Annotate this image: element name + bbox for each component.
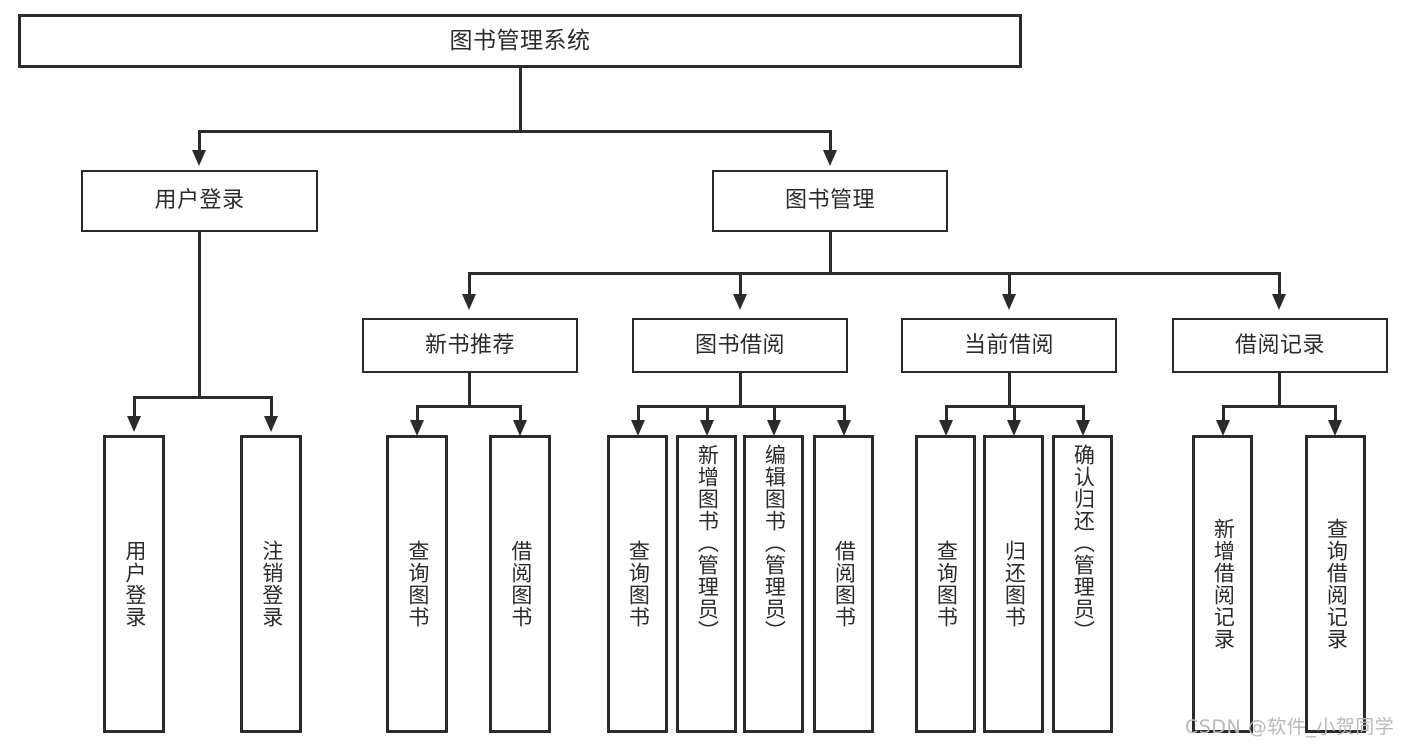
node-current-borrow[interactable]: 当前借阅 xyxy=(901,318,1117,373)
node-root-system[interactable]: 图书管理系统 xyxy=(18,14,1022,68)
arrowhead-book-borrow xyxy=(733,294,747,310)
node-leaf-query-book-3[interactable]: 查询图书 xyxy=(915,435,976,733)
node-borrow-record[interactable]: 借阅记录 xyxy=(1172,318,1388,373)
connector-user-login-stem xyxy=(198,232,201,398)
connector-root-drop-left xyxy=(198,130,201,152)
node-user-login[interactable]: 用户登录 xyxy=(81,170,318,232)
connector-br-stem xyxy=(1278,373,1281,407)
node-leaf-return-book[interactable]: 归还图书 xyxy=(983,435,1044,733)
node-label: 用户登录 xyxy=(154,188,245,214)
connector-bm-drop-3 xyxy=(1008,272,1011,296)
connector-cb-stem xyxy=(1008,373,1011,407)
connector-bb-drop-3 xyxy=(773,405,776,423)
arrowhead-leaf-user-login xyxy=(127,416,141,432)
arrowhead-user-login xyxy=(192,150,206,166)
connector-user-login-drop-1 xyxy=(133,396,136,418)
connector-cb-drop-1 xyxy=(945,405,948,423)
node-leaf-borrow-book-1[interactable]: 借阅图书 xyxy=(489,435,551,733)
arrowhead-leaf-borrow-book-2 xyxy=(837,420,851,436)
connector-bm-drop-2 xyxy=(739,272,742,296)
node-label: 当前借阅 xyxy=(963,332,1054,358)
node-label: 归还图书 xyxy=(1002,540,1027,628)
connector-bb-stem xyxy=(739,373,742,407)
node-label: 图书管理 xyxy=(784,188,875,214)
node-label: 查询图书 xyxy=(405,540,430,628)
arrowhead-book-management xyxy=(823,150,837,166)
node-label: 确认归还（管理员） xyxy=(1071,444,1096,642)
node-label: 借阅图书 xyxy=(832,540,857,628)
connector-cb-drop-3 xyxy=(1082,405,1085,423)
connector-root-bus xyxy=(198,130,832,133)
arrowhead-leaf-logout-login xyxy=(264,416,278,432)
node-leaf-borrow-book-2[interactable]: 借阅图书 xyxy=(813,435,874,733)
node-label: 借阅记录 xyxy=(1234,332,1325,358)
connector-nbr-drop-1 xyxy=(416,405,419,423)
node-leaf-query-book-1[interactable]: 查询图书 xyxy=(386,435,448,733)
node-leaf-logout-login[interactable]: 注销登录 xyxy=(240,435,302,733)
arrowhead-new-book-recommend xyxy=(462,294,476,310)
node-new-book-recommend[interactable]: 新书推荐 xyxy=(362,318,578,373)
node-label: 借阅图书 xyxy=(508,540,533,628)
node-book-management[interactable]: 图书管理 xyxy=(712,170,948,232)
connector-root-stem xyxy=(519,68,522,132)
node-leaf-edit-book-admin[interactable]: 编辑图书（管理员） xyxy=(743,435,804,733)
connector-br-drop-1 xyxy=(1222,405,1225,423)
arrowhead-borrow-record xyxy=(1272,294,1286,310)
node-leaf-query-borrow-record[interactable]: 查询借阅记录 xyxy=(1305,435,1366,733)
connector-nbr-stem xyxy=(468,373,471,407)
connector-br-drop-2 xyxy=(1334,405,1337,423)
node-leaf-add-book-admin[interactable]: 新增图书（管理员） xyxy=(676,435,737,733)
node-label: 新增图书（管理员） xyxy=(695,444,720,642)
connector-user-login-bus xyxy=(133,396,272,399)
node-leaf-add-borrow-record[interactable]: 新增借阅记录 xyxy=(1192,435,1253,733)
node-label: 新书推荐 xyxy=(424,332,515,358)
arrowhead-leaf-confirm-return-admin xyxy=(1076,420,1090,436)
connector-bm-drop-4 xyxy=(1278,272,1281,296)
arrowhead-leaf-query-book-3 xyxy=(939,420,953,436)
node-label: 查询借阅记录 xyxy=(1324,518,1349,650)
connector-user-login-drop-2 xyxy=(270,396,273,418)
connector-bm-drop-1 xyxy=(468,272,471,296)
connector-bb-bus xyxy=(637,405,845,408)
arrowhead-leaf-add-book-admin xyxy=(700,420,714,436)
arrowhead-leaf-add-borrow-record xyxy=(1216,420,1230,436)
node-label: 编辑图书（管理员） xyxy=(762,444,787,642)
node-book-borrow[interactable]: 图书借阅 xyxy=(632,318,848,373)
node-label: 查询图书 xyxy=(934,540,959,628)
node-label: 图书管理系统 xyxy=(449,27,591,54)
node-label: 注销登录 xyxy=(259,540,284,628)
connector-br-bus xyxy=(1222,405,1336,408)
connector-book-management-bus xyxy=(468,272,1280,275)
node-label: 查询图书 xyxy=(626,540,651,628)
connector-bb-drop-1 xyxy=(637,405,640,423)
connector-nbr-drop-2 xyxy=(519,405,522,423)
node-leaf-confirm-return-admin[interactable]: 确认归还（管理员） xyxy=(1052,435,1113,733)
node-label: 新增借阅记录 xyxy=(1211,518,1236,650)
arrowhead-leaf-borrow-book-1 xyxy=(513,420,527,436)
arrowhead-leaf-query-book-2 xyxy=(631,420,645,436)
arrowhead-current-borrow xyxy=(1002,294,1016,310)
node-label: 用户登录 xyxy=(122,540,147,628)
connector-root-drop-right xyxy=(829,130,832,152)
connector-cb-drop-2 xyxy=(1013,405,1016,423)
connector-bb-drop-2 xyxy=(706,405,709,423)
arrowhead-leaf-edit-book-admin xyxy=(767,420,781,436)
node-leaf-user-login[interactable]: 用户登录 xyxy=(103,435,165,733)
connector-bb-drop-4 xyxy=(843,405,846,423)
connector-book-management-stem xyxy=(829,232,832,274)
node-label: 图书借阅 xyxy=(694,332,785,358)
arrowhead-leaf-query-borrow-record xyxy=(1328,420,1342,436)
node-leaf-query-book-2[interactable]: 查询图书 xyxy=(607,435,668,733)
connector-nbr-bus xyxy=(416,405,521,408)
arrowhead-leaf-query-book-1 xyxy=(410,420,424,436)
arrowhead-leaf-return-book xyxy=(1007,420,1021,436)
